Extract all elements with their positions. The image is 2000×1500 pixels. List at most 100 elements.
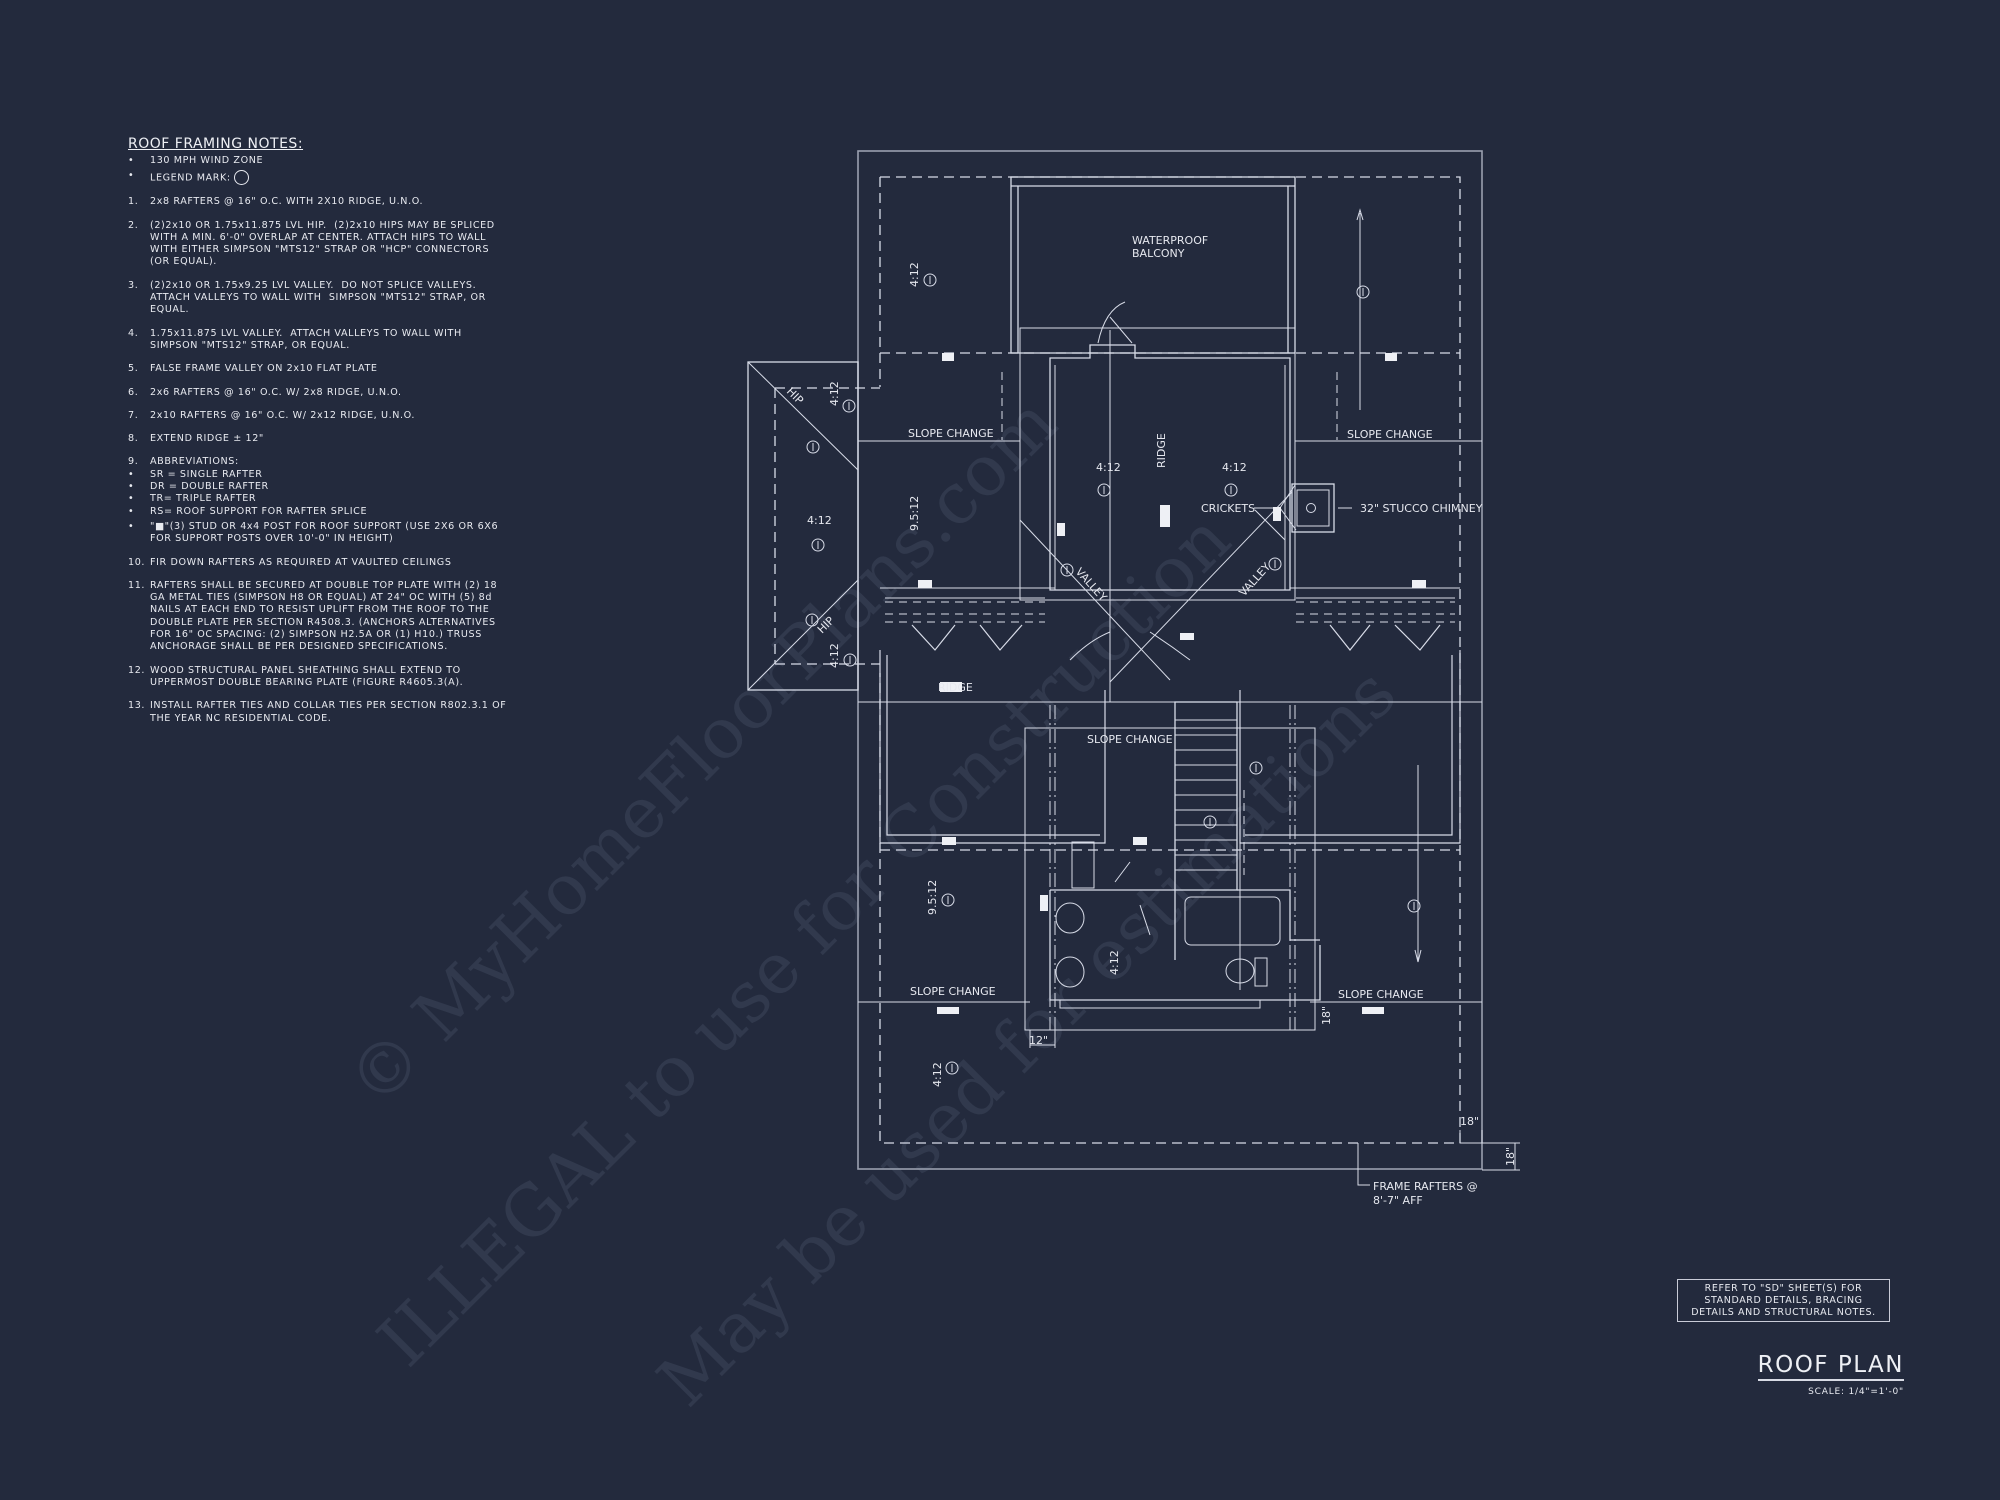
balcony-outline: [1010, 176, 1296, 354]
note-item: 8. EXTEND RIDGE ± 12": [128, 433, 508, 445]
abbreviation: • RS= ROOF SUPPORT FOR RAFTER SPLICE: [128, 506, 508, 518]
bullet-marker: •: [128, 468, 135, 480]
abbreviation: • SR = SINGLE RAFTER: [128, 469, 508, 481]
dim-18-rotated: 18": [1320, 1006, 1333, 1025]
dim-18-rotated-2: 18": [1504, 1147, 1517, 1166]
note-text: 1.75x11.875 LVL VALLEY. ATTACH VALLEYS T…: [150, 327, 466, 351]
abbr-text: DR = DOUBLE RAFTER: [150, 481, 269, 493]
pitch-label: 4:12: [828, 643, 841, 668]
note-num: 2.: [128, 219, 139, 231]
bay-window: [911, 624, 1441, 651]
note-num: 12.: [128, 664, 146, 676]
abbr-text: "■"(3) STUD OR 4x4 POST FOR ROOF SUPPORT…: [150, 520, 502, 545]
abbreviation: • DR = DOUBLE RAFTER: [128, 481, 508, 493]
note-num: 4.: [128, 327, 139, 339]
dim-12: 12": [1029, 1034, 1048, 1047]
chimney: [1291, 483, 1335, 533]
pitch-label: 4:12: [1096, 461, 1121, 474]
roof-framing-notes: ROOF FRAMING NOTES: • 130 MPH WIND ZONE …: [128, 136, 508, 725]
ridge-label: RIDGE: [1155, 433, 1168, 468]
note-num: 1.: [128, 196, 139, 208]
legend-circle-icon: [233, 170, 249, 186]
note-num: 5.: [128, 363, 139, 375]
bullet-marker: •: [128, 505, 135, 517]
central-room: [1049, 344, 1291, 591]
note-text: ABBREVIATIONS:: [150, 456, 239, 468]
valley-label-left: VALLEY: [1073, 565, 1110, 604]
bullet-marker: •: [128, 493, 135, 505]
pitch-label: 4:12: [1108, 950, 1121, 975]
note-text: LEGEND MARK:: [150, 170, 508, 186]
valley-line-right: [1109, 491, 1293, 683]
crickets-lines: [1254, 484, 1297, 541]
chimney-label: 32" STUCCO CHIMNEY: [1360, 502, 1483, 515]
frame-rafters-label: FRAME RAFTERS @: [1373, 1180, 1478, 1193]
note-text: 2x6 RAFTERS @ 16" O.C. W/ 2x8 RIDGE, U.N…: [150, 386, 402, 398]
note-bullet: • LEGEND MARK:: [128, 170, 508, 186]
note-num: 13.: [128, 700, 146, 712]
pitch-label: 4:12: [931, 1062, 944, 1087]
note-text: FALSE FRAME VALLEY ON 2x10 FLAT PLATE: [150, 363, 378, 375]
refer-line: STANDARD DETAILS, BRACING: [1704, 1295, 1863, 1306]
notes-title: ROOF FRAMING NOTES:: [128, 136, 304, 152]
hip-label: HIP: [784, 385, 806, 407]
cross-band-left: [880, 587, 1055, 599]
slope-change-label: SLOPE CHANGE: [910, 985, 996, 998]
note-item: 11. RAFTERS SHALL BE SECURED AT DOUBLE TO…: [128, 580, 508, 654]
hip-label-2: HIP: [815, 614, 837, 636]
balcony-label-2: BALCONY: [1132, 247, 1185, 260]
roof-outline: [857, 150, 1483, 1170]
note-item: 1. 2x8 RAFTERS @ 16" O.C. WITH 2X10 RIDGE…: [128, 196, 508, 208]
refer-line: REFER TO "SD" SHEET(S) FOR: [1704, 1283, 1863, 1294]
note-item: 12.WOOD STRUCTURAL PANEL SHEATHING SHALL…: [128, 665, 508, 690]
note-item: 3.(2)2x10 OR 1.75x9.25 LVL VALLEY. DO NO…: [128, 280, 508, 317]
slope-change-label: SLOPE CHANGE: [908, 427, 994, 440]
note-item: 7.2x10 RAFTERS @ 16" O.C. W/ 2x12 RIDGE,…: [128, 410, 508, 422]
slope-change-label: SLOPE CHANGE: [1347, 428, 1433, 441]
sheet-title: ROOF PLAN: [1757, 1352, 1904, 1381]
bullet-marker: •: [128, 481, 135, 493]
note-text: EXTEND RIDGE ± 12": [150, 433, 264, 445]
pitch-label: 4:12: [1222, 461, 1247, 474]
dim-18: 18": [1460, 1115, 1479, 1128]
valley-line-left: [1019, 519, 1171, 681]
note-num: 11.: [128, 579, 146, 591]
note-num: 9.: [128, 456, 139, 468]
left-hip-wing: [747, 361, 859, 691]
crickets-label: CRICKETS: [1201, 502, 1255, 515]
legend-mark-label: LEGEND MARK:: [150, 172, 231, 184]
refer-line: DETAILS AND STRUCTURAL NOTES.: [1691, 1307, 1876, 1318]
lower-left-room: [879, 650, 1106, 844]
abbr-text: SR = SINGLE RAFTER: [150, 468, 263, 480]
pitch-label: 9.5:12: [908, 496, 921, 531]
cross-band-right: [1290, 587, 1460, 599]
lower-right-room: [1239, 650, 1461, 844]
note-num: 6.: [128, 386, 139, 398]
lower-slope-box: [1024, 727, 1316, 1031]
pitch-label: 4:12: [908, 262, 921, 287]
note-text: 2x10 RAFTERS @ 16" O.C. W/ 2x12 RIDGE, U…: [150, 409, 416, 421]
note-item: 4. 1.75x11.875 LVL VALLEY. ATTACH VALLEYS…: [128, 328, 508, 353]
note-text: FIR DOWN RAFTERS AS REQUIRED AT VAULTED …: [150, 556, 452, 568]
refer-sd-note-box: REFER TO "SD" SHEET(S) FOR STANDARD DETA…: [1677, 1279, 1890, 1322]
note-text: (2)2x10 OR 1.75x11.875 LVL HIP. (2)2x10 …: [150, 219, 499, 268]
note-text: 2x8 RAFTERS @ 16" O.C. WITH 2X10 RIDGE, …: [150, 196, 424, 208]
stair: [1174, 701, 1238, 891]
window-bottom: [1059, 999, 1261, 1009]
abbr-text: RS= ROOF SUPPORT FOR RAFTER SPLICE: [150, 505, 368, 517]
note-item: 9. ABBREVIATIONS:: [128, 456, 508, 468]
slope-change-label: SLOPE CHANGE: [1087, 733, 1173, 746]
sheet-scale: SCALE: 1/4"=1'-0": [1808, 1387, 1904, 1397]
frame-rafters-leader: [1357, 1143, 1370, 1186]
legend-marks: [805, 273, 1421, 1075]
note-bullet: • 130 MPH WIND ZONE: [128, 155, 508, 167]
pitch-label: 9.5:12: [926, 880, 939, 915]
note-item: 13.INSTALL RAFTER TIES AND COLLAR TIES P…: [128, 700, 508, 725]
note-text: RAFTERS SHALL BE SECURED AT DOUBLE TOP P…: [150, 579, 501, 653]
note-text: 130 MPH WIND ZONE: [150, 155, 264, 166]
ridge-lower-label: RIDGE: [938, 681, 973, 694]
note-num: 10.: [128, 556, 146, 568]
stair-treads: [1175, 719, 1237, 871]
note-num: 8.: [128, 433, 139, 445]
